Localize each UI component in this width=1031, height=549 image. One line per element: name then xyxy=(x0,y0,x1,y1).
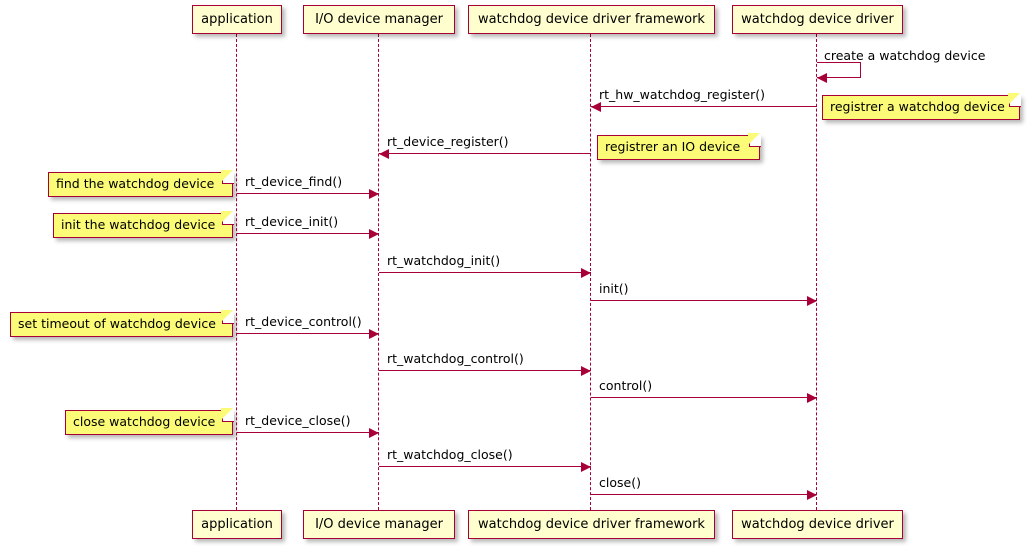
message-line-m4 xyxy=(237,193,379,194)
participant-label: watchdog device driver framework xyxy=(478,12,705,27)
message-line-m11 xyxy=(237,432,379,433)
message-line-m7 xyxy=(591,300,817,301)
arrowhead-m11 xyxy=(369,428,379,438)
message-label-m3: rt_device_register() xyxy=(387,134,509,149)
message-label-m9: rt_watchdog_control() xyxy=(387,351,524,366)
message-label-m8: rt_device_control() xyxy=(245,314,362,329)
participant-label: I/O device manager xyxy=(315,517,443,532)
participant-bottom-application[interactable]: application xyxy=(192,510,282,539)
note-fold-corner-icon xyxy=(221,408,234,422)
arrowhead-m1 xyxy=(817,73,827,83)
message-label-m7: init() xyxy=(599,281,629,296)
note-n6: close watchdog device xyxy=(65,408,234,435)
message-label-m13: close() xyxy=(599,475,641,490)
note-fold-corner-icon xyxy=(1008,93,1021,107)
note-n3: find the watchdog device xyxy=(48,170,234,197)
message-line-m5 xyxy=(237,233,379,234)
message-label-m5: rt_device_init() xyxy=(245,214,339,229)
message-label-m6: rt_watchdog_init() xyxy=(387,253,501,268)
participant-label: watchdog device driver xyxy=(741,517,894,532)
message-label-m11: rt_device_close() xyxy=(245,413,351,428)
note-n1: registrer a watchdog device xyxy=(822,93,1021,120)
message-line-m10 xyxy=(591,397,817,398)
arrowhead-m6 xyxy=(581,268,591,278)
arrowhead-m8 xyxy=(369,329,379,339)
message-label-m4: rt_device_find() xyxy=(245,174,343,189)
arrowhead-m4 xyxy=(369,189,379,199)
lifeline-io_device_manager xyxy=(378,34,380,510)
note-text: set timeout of watchdog device xyxy=(18,316,216,332)
message-line-m2 xyxy=(591,106,817,107)
message-line-m6 xyxy=(379,272,591,273)
self-message-m1 xyxy=(817,62,861,78)
arrowhead-m12 xyxy=(581,462,591,472)
message-line-m3 xyxy=(379,153,591,154)
message-label-m12: rt_watchdog_close() xyxy=(387,447,513,462)
participant-bottom-io_device_manager[interactable]: I/O device manager xyxy=(303,510,455,539)
participant-top-driver[interactable]: watchdog device driver xyxy=(732,5,903,34)
message-label-m1: create a watchdog device xyxy=(824,48,986,63)
lifeline-application xyxy=(236,34,238,510)
participant-label: watchdog device driver xyxy=(741,12,894,27)
participant-top-framework[interactable]: watchdog device driver framework xyxy=(468,5,715,34)
arrowhead-m7 xyxy=(807,296,817,306)
note-n5: set timeout of watchdog device xyxy=(10,310,234,337)
note-text: registrer a watchdog device xyxy=(830,99,1005,115)
lifeline-driver xyxy=(816,34,818,510)
message-label-m2: rt_hw_watchdog_register() xyxy=(599,87,765,102)
note-text: find the watchdog device xyxy=(56,176,215,192)
note-text: close watchdog device xyxy=(73,414,216,430)
message-line-m9 xyxy=(379,370,591,371)
arrowhead-m10 xyxy=(807,393,817,403)
participant-top-application[interactable]: application xyxy=(192,5,282,34)
message-line-m12 xyxy=(379,466,591,467)
participant-label: watchdog device driver framework xyxy=(478,517,705,532)
participant-bottom-framework[interactable]: watchdog device driver framework xyxy=(468,510,715,539)
arrowhead-m3 xyxy=(379,149,389,159)
message-line-m8 xyxy=(237,333,379,334)
message-line-m13 xyxy=(591,494,817,495)
arrowhead-m2 xyxy=(591,102,601,112)
note-fold-corner-icon xyxy=(221,310,234,324)
note-text: init the watchdog device xyxy=(61,217,216,233)
participant-label: application xyxy=(201,12,273,27)
participant-top-io_device_manager[interactable]: I/O device manager xyxy=(303,5,455,34)
note-n2: registrer an IO device xyxy=(597,133,761,160)
participant-label: I/O device manager xyxy=(315,12,443,27)
note-fold-corner-icon xyxy=(748,133,761,147)
message-label-m10: control() xyxy=(599,378,653,393)
arrowhead-m13 xyxy=(807,490,817,500)
note-fold-corner-icon xyxy=(221,211,234,225)
arrowhead-m5 xyxy=(369,229,379,239)
note-n4: init the watchdog device xyxy=(53,211,234,238)
arrowhead-m9 xyxy=(581,366,591,376)
note-fold-corner-icon xyxy=(221,170,234,184)
note-text: registrer an IO device xyxy=(605,139,741,155)
participant-label: application xyxy=(201,517,273,532)
participant-bottom-driver[interactable]: watchdog device driver xyxy=(732,510,903,539)
